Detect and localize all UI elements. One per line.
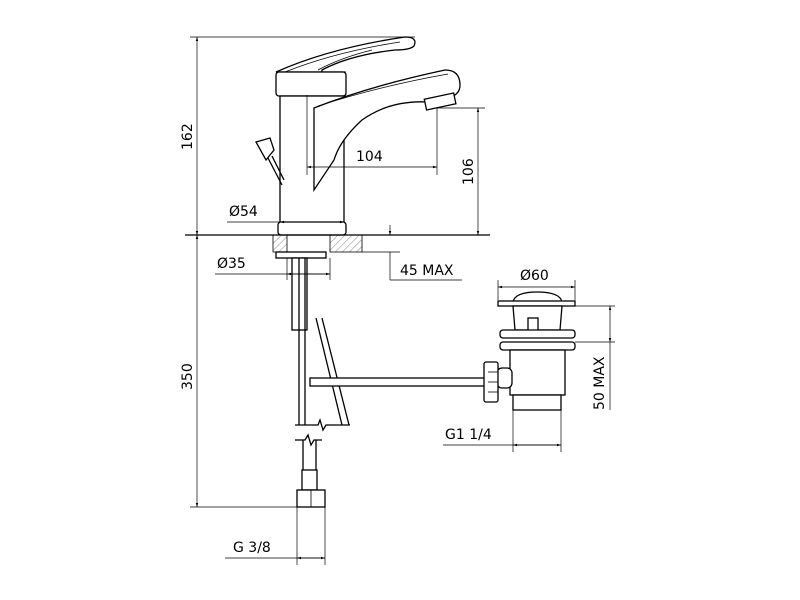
popup-rod [309, 377, 489, 387]
popup-lever [255, 137, 275, 162]
dim-104: 104 [356, 149, 383, 165]
dim-g1-1-4: G1 1/4 [445, 427, 492, 443]
dim-45-max: 45 MAX [400, 263, 454, 279]
aerator [423, 92, 457, 111]
dim-50-max: 50 MAX [592, 356, 608, 410]
dim-g-3-8: G 3/8 [233, 540, 271, 556]
dim-diameter-35: Ø35 [217, 256, 246, 272]
fixing-nut [275, 251, 327, 259]
countertop-right [329, 234, 363, 253]
dim-162: 162 [180, 123, 196, 150]
dim-diameter-60: Ø60 [520, 268, 549, 284]
under-deck-plumbing [291, 257, 489, 508]
base-ring [277, 221, 347, 236]
spout [313, 69, 461, 193]
dim-350: 350 [180, 363, 196, 390]
handle-cap [275, 71, 347, 97]
countertop-left [272, 234, 288, 253]
drain-waste [483, 291, 576, 411]
handle-lever [275, 36, 416, 97]
dim-106: 106 [461, 158, 477, 185]
faucet [255, 36, 461, 236]
dim-diameter-54: Ø54 [229, 204, 258, 220]
